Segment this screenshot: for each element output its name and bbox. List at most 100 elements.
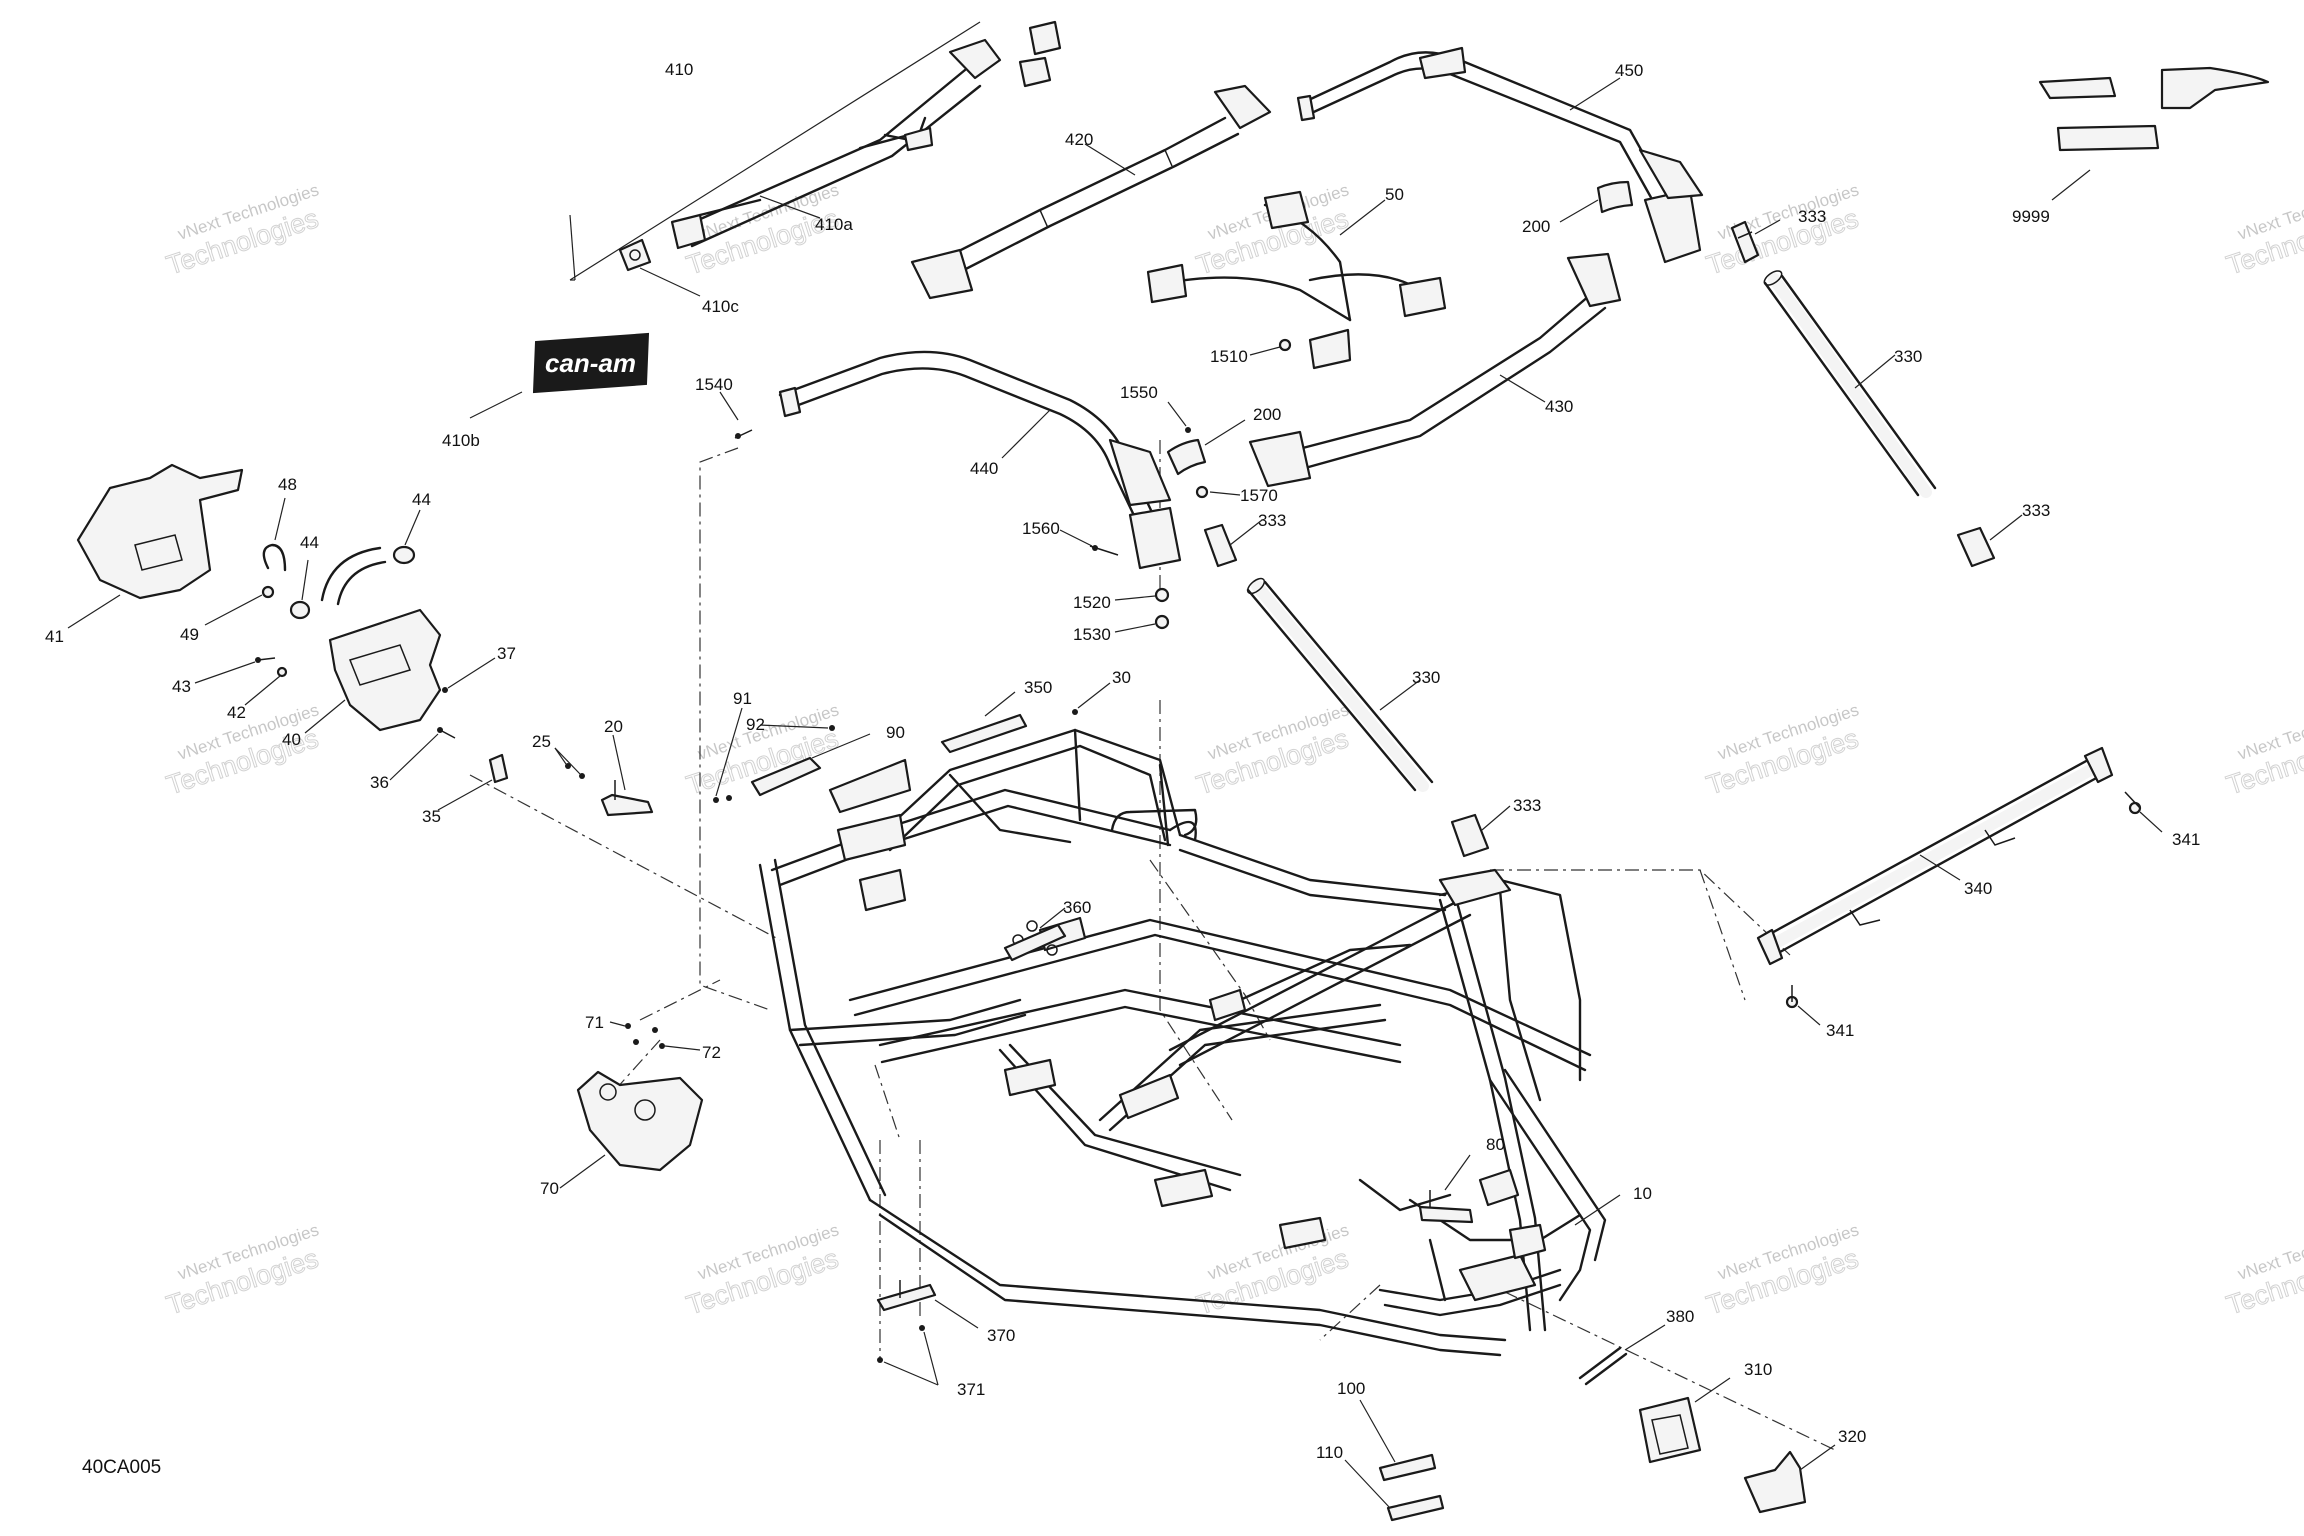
part-70-mount-bracket: [576, 1070, 704, 1172]
part-330-strut-center: [1246, 577, 1434, 792]
callout-410a: 410a: [815, 215, 853, 234]
callout-25: 25: [532, 732, 551, 751]
callout-333-b: 333: [2022, 501, 2050, 520]
callout-1560: 1560: [1022, 519, 1060, 538]
callout-10: 10: [1633, 1184, 1652, 1203]
callout-333-a: 333: [1798, 207, 1826, 226]
callout-71: 71: [585, 1013, 604, 1032]
part-333-clamp-d: [1450, 813, 1490, 858]
part-333-clamp-a: [1730, 220, 1760, 264]
part-80-bracket: [1418, 1190, 1474, 1224]
callout-1570: 1570: [1240, 486, 1278, 505]
callout-360: 360: [1063, 898, 1091, 917]
part-50-support-frame: [1146, 190, 1447, 370]
part-371-bolts: [877, 1325, 925, 1363]
callout-41: 41: [45, 627, 64, 646]
callout-50: 50: [1385, 185, 1404, 204]
part-40-front-bracket: [320, 546, 442, 732]
part-410-front-upper-bar: [670, 20, 1062, 250]
part-92-nut: [829, 725, 835, 731]
callout-330-right: 330: [1894, 347, 1922, 366]
callout-430: 430: [1545, 397, 1573, 416]
callout-70: 70: [540, 1179, 559, 1198]
callout-341-upper: 341: [2172, 830, 2200, 849]
part-1520-washer: [1154, 587, 1170, 603]
part-36-pin: [437, 727, 456, 739]
callout-1520: 1520: [1073, 593, 1111, 612]
callout-90: 90: [886, 723, 905, 742]
callout-44-b: 44: [300, 533, 319, 552]
callout-72: 72: [702, 1043, 721, 1062]
part-1530-washer: [1154, 614, 1170, 630]
part-330-strut-right: [1763, 270, 1937, 498]
callout-333-c: 333: [1258, 511, 1286, 530]
part-420-cross-bar: [910, 84, 1272, 300]
assembly-guide-lines: [469, 440, 1836, 1451]
callout-380: 380: [1666, 1307, 1694, 1326]
callout-310: 310: [1744, 1360, 1772, 1379]
part-44-bushing-a: [392, 545, 416, 565]
part-320-hitch-receiver: [1743, 1450, 1807, 1514]
part-430-side-bar: [1248, 252, 1622, 488]
callout-410: 410: [665, 60, 693, 79]
part-110-strap: [1386, 1494, 1445, 1522]
callout-320: 320: [1838, 1427, 1866, 1446]
callout-450: 450: [1615, 61, 1643, 80]
part-440-main-roll-bar: [778, 350, 1182, 570]
callout-1510: 1510: [1210, 347, 1248, 366]
part-1550-screw: [1185, 427, 1191, 433]
part-341-bolt-upper: [2124, 791, 2142, 815]
part-25-fasteners: [565, 763, 585, 779]
part-41-skid-plate: [76, 463, 244, 600]
part-200-clip-lower: [1166, 438, 1207, 476]
part-37-bolt: [442, 687, 448, 693]
callout-1530: 1530: [1073, 625, 1111, 644]
part-370-bracket: [876, 1280, 937, 1312]
callout-20: 20: [604, 717, 623, 736]
part-20-bracket: [600, 780, 654, 817]
part-1540-bolt: [734, 429, 753, 439]
callout-333-d: 333: [1513, 796, 1541, 815]
callout-37: 37: [497, 644, 516, 663]
callout-44-a: 44: [412, 490, 431, 509]
callout-40: 40: [282, 730, 301, 749]
callout-110: 110: [1316, 1443, 1343, 1462]
part-1570-nut: [1195, 485, 1209, 499]
callout-35: 35: [422, 807, 441, 826]
callout-42: 42: [227, 703, 246, 722]
part-333-clamp-c: [1203, 523, 1238, 568]
callout-36: 36: [370, 773, 389, 792]
part-42-nut: [276, 666, 288, 678]
part-340-side-rail: [1756, 746, 2114, 966]
part-1510-bolt: [1278, 338, 1292, 352]
callout-340: 340: [1964, 879, 1992, 898]
part-350-plate: [940, 713, 1028, 754]
callout-9999: 9999: [2012, 207, 2050, 226]
callout-420: 420: [1065, 130, 1093, 149]
callout-43: 43: [172, 677, 191, 696]
callout-341-lower: 341: [1826, 1021, 1854, 1040]
callout-410b: 410b: [442, 431, 480, 450]
callout-371: 371: [957, 1380, 985, 1399]
callout-200-upper: 200: [1522, 217, 1550, 236]
callout-80: 80: [1486, 1135, 1505, 1154]
part-91-bolts: [713, 795, 732, 803]
part-1560-bolt: [1089, 545, 1119, 556]
callout-labels: 410 410a 410c 410b 420 450 50 200 9999 3…: [45, 60, 2200, 1462]
part-450-roof-hoop: [1296, 46, 1704, 264]
part-200-clip-upper: [1596, 180, 1634, 214]
part-35-block: [488, 753, 509, 784]
part-410c-bracket: [618, 238, 652, 272]
part-49-nut: [261, 585, 275, 599]
part-30-screw: [1072, 709, 1078, 715]
callout-350: 350: [1024, 678, 1052, 697]
callout-30: 30: [1112, 668, 1131, 687]
callout-91: 91: [733, 689, 752, 708]
callout-410c: 410c: [702, 297, 739, 316]
part-43-bolt: [255, 657, 276, 663]
diagram-reference-id: 40CA005: [82, 1457, 161, 1478]
callout-330-center: 330: [1412, 668, 1440, 687]
callout-370: 370: [987, 1326, 1015, 1345]
part-100-strap: [1378, 1453, 1437, 1482]
